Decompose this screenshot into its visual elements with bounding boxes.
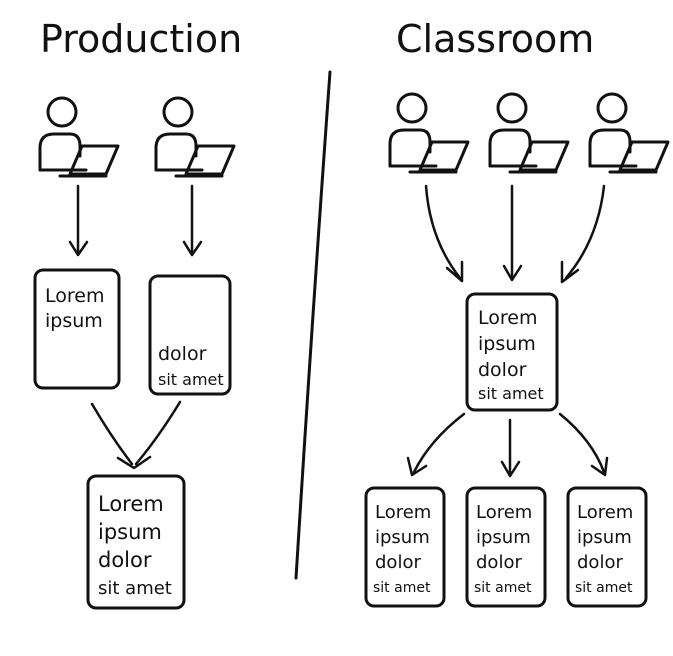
classroom-copy-doc-1 xyxy=(364,486,446,608)
person-with-laptop-icon xyxy=(588,92,670,174)
classroom-copy-2-line-2: ipsum xyxy=(476,527,531,548)
classroom-copy-3-line-4: sit amet xyxy=(575,580,633,596)
production-merge-arrow xyxy=(90,400,182,470)
classroom-user-2 xyxy=(488,92,570,174)
production-merged-line-4: sit amet xyxy=(98,578,172,599)
classroom-copy-3-line-1: Lorem xyxy=(577,502,633,523)
classroom-title: Classroom xyxy=(396,17,594,61)
classroom-arrow-out-1 xyxy=(406,412,466,477)
person-with-laptop-icon xyxy=(388,92,470,174)
production-arrow-1 xyxy=(68,184,89,257)
classroom-copy-3-line-2: ipsum xyxy=(577,527,632,548)
classroom-copy-1-line-2: ipsum xyxy=(375,527,430,548)
classroom-user-1 xyxy=(388,92,470,174)
classroom-copy-3-line-3: dolor xyxy=(577,552,623,573)
classroom-arrow-out-2 xyxy=(500,418,521,478)
section-divider xyxy=(294,70,332,580)
classroom-arrow-in-1 xyxy=(424,184,464,283)
classroom-copy-2-line-4: sit amet xyxy=(474,580,532,596)
person-with-laptop-icon xyxy=(38,96,120,178)
production-arrow-2 xyxy=(182,184,203,257)
production-merged-doc xyxy=(86,474,186,610)
production-merged-line-3: dolor xyxy=(98,548,152,572)
classroom-copy-1-line-4: sit amet xyxy=(373,580,431,596)
classroom-shared-line-3: dolor xyxy=(478,359,527,381)
production-doc-2-line-2: sit amet xyxy=(158,370,224,389)
classroom-shared-line-1: Lorem xyxy=(478,307,537,329)
classroom-copy-2-line-3: dolor xyxy=(476,552,522,573)
classroom-copy-1-line-1: Lorem xyxy=(375,502,431,523)
production-doc-1-line-2: ipsum xyxy=(45,310,103,332)
production-user-1 xyxy=(38,96,120,178)
production-merged-line-1: Lorem xyxy=(98,492,164,516)
classroom-user-3 xyxy=(588,92,670,174)
classroom-shared-line-2: ipsum xyxy=(478,333,536,355)
production-doc-1-line-1: Lorem xyxy=(45,285,104,307)
classroom-copy-1-line-3: dolor xyxy=(375,552,421,573)
production-doc-1 xyxy=(33,268,121,390)
production-title: Production xyxy=(40,17,242,61)
classroom-shared-line-4: sit amet xyxy=(478,384,544,403)
classroom-arrow-in-2 xyxy=(502,184,523,282)
classroom-shared-doc xyxy=(465,292,559,412)
production-user-2 xyxy=(154,96,236,178)
classroom-copy-2-line-1: Lorem xyxy=(476,502,532,523)
production-doc-2-line-1: dolor xyxy=(158,343,207,365)
person-with-laptop-icon xyxy=(154,96,236,178)
production-doc-2 xyxy=(148,274,232,396)
classroom-arrow-in-3 xyxy=(560,184,606,284)
classroom-copy-doc-3 xyxy=(566,486,648,608)
production-merged-line-2: ipsum xyxy=(98,520,162,544)
classroom-arrow-out-3 xyxy=(558,412,609,477)
person-with-laptop-icon xyxy=(488,92,570,174)
classroom-copy-doc-2 xyxy=(465,486,547,608)
